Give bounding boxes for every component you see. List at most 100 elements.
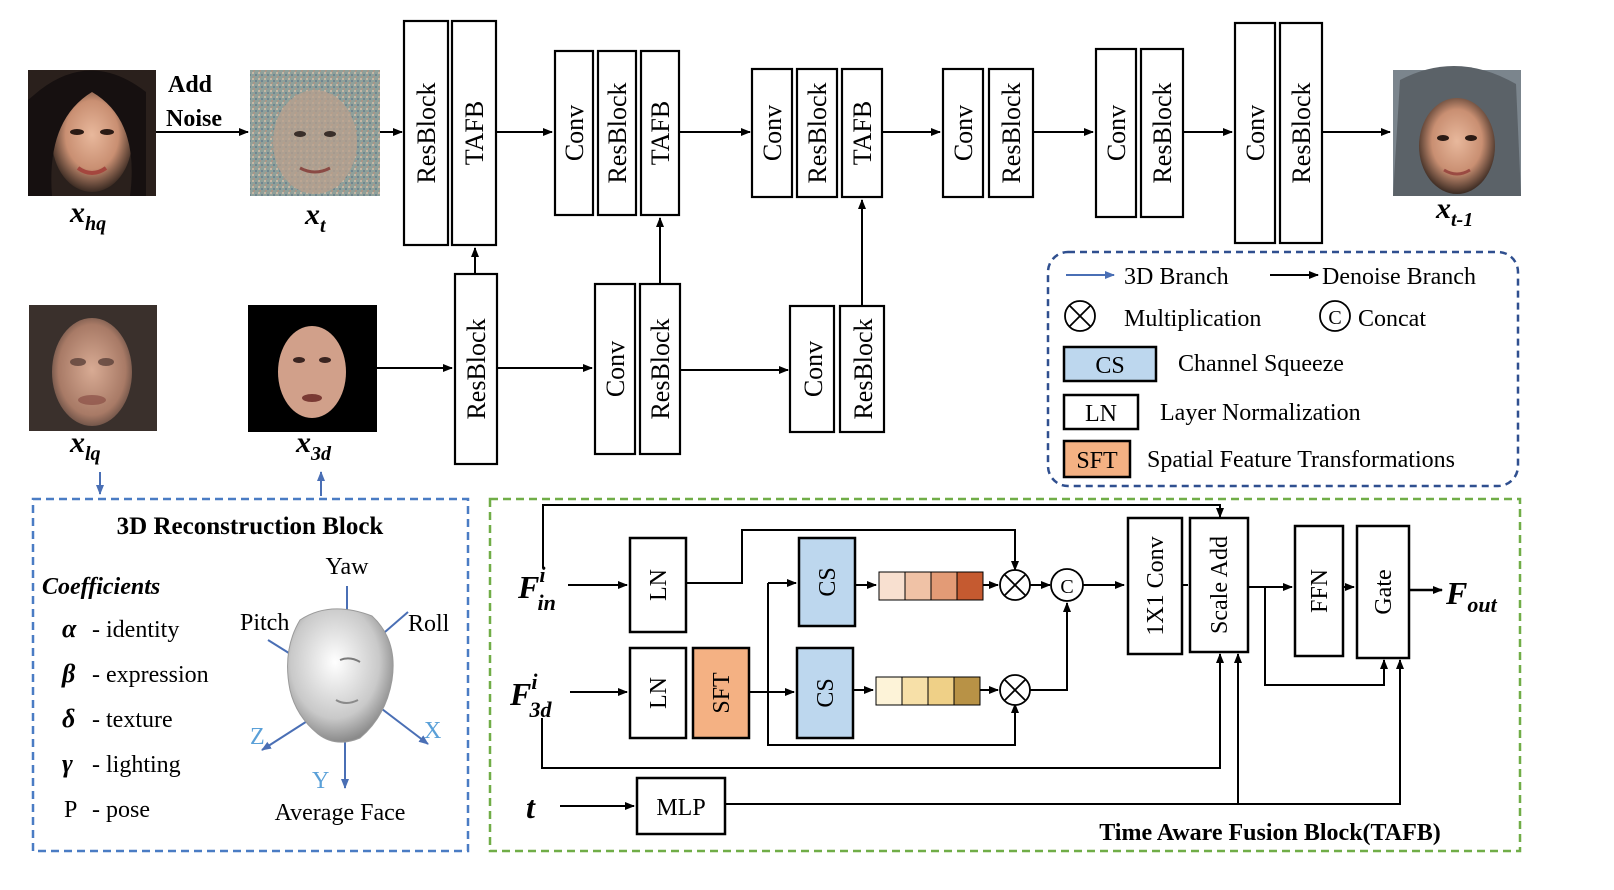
label-x-hq: xhq [69, 196, 106, 235]
top-tafb-3: TAFB [840, 67, 884, 199]
average-face-label: Average Face [275, 800, 406, 826]
label-x-3d: x3d [295, 426, 332, 465]
recon-title: 3D Reconstruction Block [117, 513, 384, 540]
svg-text:LN: LN [646, 677, 672, 709]
top-conv-4: Conv [941, 67, 985, 199]
svg-text:1X1 Conv: 1X1 Conv [1143, 536, 1169, 635]
coeff-title: Coefficients [42, 574, 160, 600]
multiplication-icon [1064, 300, 1096, 332]
svg-text:Conv: Conv [949, 105, 978, 161]
svg-text:TAFB: TAFB [848, 101, 877, 165]
coeff-alpha-sym: α [62, 614, 77, 643]
svg-text:CS: CS [815, 567, 841, 596]
legend-cs-full: Channel Squeeze [1178, 351, 1344, 377]
average-face-icon [287, 608, 394, 743]
label-x-t1: xt-1 [1435, 192, 1473, 231]
svg-text:TAFB: TAFB [646, 101, 675, 165]
tafb-scale-add: Scale Add [1188, 516, 1250, 654]
coeff-beta-sym: β [61, 659, 76, 688]
tafb-mlp: MLP [635, 776, 727, 836]
coeff-beta-desc: - expression [92, 662, 209, 688]
roll-label: Roll [408, 611, 450, 637]
label-x-lq: xlq [69, 426, 101, 465]
svg-text:C: C [1060, 576, 1073, 598]
legend-ln-abbr: LN [1085, 401, 1117, 427]
top-conv-6: Conv [1233, 21, 1277, 245]
legend-multiplication: Multiplication [1124, 306, 1261, 332]
legend-3d-branch: 3D Branch [1124, 264, 1229, 290]
svg-text:TAFB: TAFB [460, 101, 489, 165]
svg-text:ResBlock: ResBlock [849, 318, 878, 419]
coeff-pose-desc: - pose [92, 797, 150, 823]
yaw-label: Yaw [326, 554, 370, 580]
t-label: t [526, 789, 536, 825]
image-x-3d [248, 305, 377, 432]
tafb-multiply-2-icon [999, 674, 1031, 706]
legend-cs-abbr: CS [1095, 353, 1124, 379]
coeff-gamma-desc: - lighting [92, 752, 181, 778]
coeff-delta-sym: δ [62, 704, 75, 733]
tafb-cs-2: CS [795, 646, 855, 740]
image-x-lq [29, 305, 157, 431]
tafb-ln-1: LN [628, 536, 688, 634]
bottom-resblock-3: ResBlock [838, 304, 886, 434]
tafb-cs-1: CS [797, 536, 857, 628]
svg-text:Conv: Conv [799, 341, 828, 397]
bottom-conv-2: Conv [593, 282, 637, 456]
bottom-resblock-2: ResBlock [638, 282, 682, 456]
top-resblock-2: ResBlock [596, 49, 638, 217]
top-conv-2: Conv [553, 49, 595, 217]
legend-sft-abbr: SFT [1076, 448, 1118, 474]
svg-text:C: C [1328, 307, 1341, 329]
svg-text:ResBlock: ResBlock [412, 82, 441, 183]
svg-text:Conv: Conv [758, 105, 787, 161]
tafb-ln-2: LN [628, 646, 688, 740]
image-x-t1 [1393, 65, 1521, 196]
svg-text:FFN: FFN [1307, 569, 1333, 613]
svg-text:CS: CS [813, 678, 839, 707]
svg-text:ResBlock: ResBlock [1287, 82, 1316, 183]
tafb-weights-2 [875, 676, 981, 706]
tafb-weights-1 [878, 571, 984, 601]
top-conv-3: Conv [750, 67, 794, 199]
svg-text:ResBlock: ResBlock [803, 82, 832, 183]
svg-text:MLP: MLP [656, 795, 705, 821]
tafb-concat-icon: C [1050, 568, 1084, 602]
svg-text:ResBlock: ResBlock [1148, 82, 1177, 183]
bottom-conv-3: Conv [788, 304, 836, 434]
top-tafb-1: TAFB [450, 19, 498, 247]
top-resblock-5: ResBlock [1139, 47, 1185, 219]
top-conv-5: Conv [1094, 47, 1138, 219]
bottom-resblock-1: ResBlock [453, 272, 499, 466]
svg-text:ResBlock: ResBlock [462, 318, 491, 419]
legend-ln-full: Layer Normalization [1160, 400, 1361, 426]
top-resblock-3: ResBlock [795, 67, 839, 199]
coeff-alpha-desc: - identity [92, 617, 179, 643]
coeff-pose-sym: P [64, 797, 77, 823]
legend-concat: Concat [1358, 306, 1426, 332]
image-x-t [250, 70, 380, 196]
svg-text:LN: LN [646, 569, 672, 601]
image-x-hq [28, 70, 156, 196]
tafb-multiply-1-icon [999, 569, 1031, 601]
top-resblock-6: ResBlock [1278, 21, 1324, 245]
top-tafb-2: TAFB [639, 49, 681, 217]
top-resblock-1: ResBlock [402, 19, 450, 247]
axis-z-label: Z [250, 724, 265, 750]
tafb-title: Time Aware Fusion Block(TAFB) [1099, 820, 1441, 846]
pitch-label: Pitch [240, 610, 289, 636]
svg-text:ResBlock: ResBlock [646, 318, 675, 419]
legend: 3D Branch Denoise Branch Multiplication … [1046, 250, 1520, 488]
legend-sft-full: Spatial Feature Transformations [1147, 447, 1455, 473]
svg-text:ResBlock: ResBlock [603, 82, 632, 183]
svg-text:Conv: Conv [560, 105, 589, 161]
svg-text:Gate: Gate [1371, 569, 1397, 614]
svg-text:Conv: Conv [1102, 105, 1131, 161]
svg-text:Scale Add: Scale Add [1207, 536, 1233, 634]
f-out-label: Fout [1445, 575, 1498, 617]
tafb-ffn: FFN [1293, 524, 1345, 658]
svg-text:ResBlock: ResBlock [997, 82, 1026, 183]
coeff-delta-desc: - texture [92, 707, 173, 733]
